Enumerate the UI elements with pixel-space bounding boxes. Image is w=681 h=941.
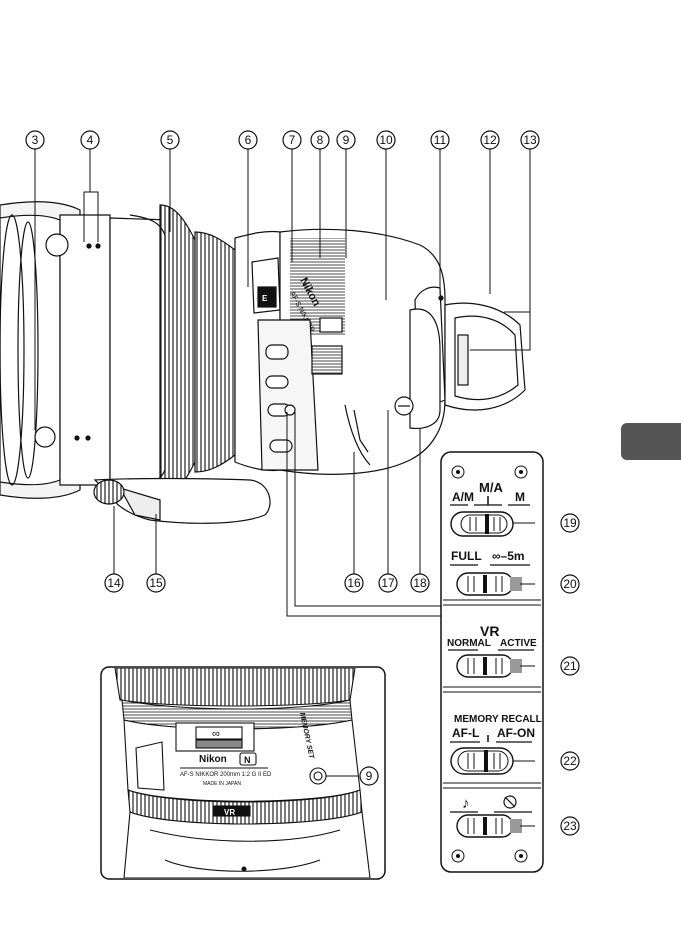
callout-panel-1: 20 xyxy=(561,575,579,593)
inset-vr: VR xyxy=(224,808,235,817)
callout-top-5: 8 xyxy=(311,131,329,149)
section-tab xyxy=(621,423,681,460)
callout-bottom-2-label: 16 xyxy=(347,576,361,590)
callout-top-8: 11 xyxy=(431,131,449,149)
vr-right-label: ACTIVE xyxy=(500,638,537,649)
memory-title: MEMORY RECALL xyxy=(454,714,542,725)
switch-panel: A/M M/A M FULL ∞–5m VR NORMAL ACTIVE xyxy=(441,452,543,872)
focus-limit-right-label: ∞–5m xyxy=(492,549,525,563)
callout-top-2-label: 5 xyxy=(167,133,174,147)
callout-inset: 9 xyxy=(360,767,378,785)
callout-top-9: 12 xyxy=(481,131,499,149)
focus-mode-mid-label: M/A xyxy=(479,480,503,495)
callout-bottom-1: 15 xyxy=(147,574,165,592)
callout-top-1-label: 4 xyxy=(87,133,94,147)
callout-top-3: 6 xyxy=(239,131,257,149)
callout-panel-1-label: 20 xyxy=(563,577,577,591)
callout-bottom-4-label: 18 xyxy=(413,576,427,590)
callout-top-9-label: 12 xyxy=(483,133,497,147)
e-mark: E xyxy=(262,294,268,303)
sound-on-icon: ♪ xyxy=(462,795,470,812)
callout-top-3-label: 6 xyxy=(245,133,252,147)
inset-brand: Nikon xyxy=(199,754,227,765)
vr-left-label: NORMAL xyxy=(447,638,491,649)
callout-bottom-0-label: 14 xyxy=(107,576,121,590)
inset-infinity: ∞ xyxy=(212,728,220,740)
callout-panel-4: 23 xyxy=(561,817,579,835)
callout-panel-3: 22 xyxy=(561,752,579,770)
callout-top-4: 7 xyxy=(283,131,301,149)
vr-title: VR xyxy=(480,623,499,639)
callout-bottom-2: 16 xyxy=(345,574,363,592)
callout-bottom-1-label: 15 xyxy=(149,576,163,590)
callout-top-0: 3 xyxy=(26,131,44,149)
callout-top-5-label: 8 xyxy=(317,133,324,147)
callout-panel-0-label: 19 xyxy=(563,516,577,530)
callout-top-8-label: 11 xyxy=(434,133,447,147)
callouts-bottom: 14 15 16 17 18 xyxy=(105,574,429,592)
callout-bottom-3: 17 xyxy=(379,574,397,592)
callout-inset: 9 xyxy=(360,767,378,785)
callout-top-10-label: 13 xyxy=(523,133,537,147)
inset-model: AF-S NIKKOR 200mm 1:2 G II ED xyxy=(180,772,272,778)
callout-top-2: 5 xyxy=(161,131,179,149)
callout-top-10: 13 xyxy=(521,131,539,149)
callouts-panel: 19 20 21 22 23 xyxy=(561,514,579,835)
callout-top-0-label: 3 xyxy=(32,133,39,147)
callout-top-6: 9 xyxy=(337,131,355,149)
callout-bottom-3-label: 17 xyxy=(381,576,395,590)
callout-inset-label: 9 xyxy=(366,769,373,783)
callout-top-1: 4 xyxy=(81,131,99,149)
focus-limit-left-label: FULL xyxy=(451,549,482,563)
callout-top-4-label: 7 xyxy=(289,133,296,147)
callout-top-7: 10 xyxy=(377,131,395,149)
callout-top-6-label: 9 xyxy=(343,133,350,147)
focus-mode-left-label: A/M xyxy=(452,490,474,504)
focus-mode-right-label: M xyxy=(515,490,525,504)
inset-n-badge: N xyxy=(244,755,251,765)
callout-panel-2: 21 xyxy=(561,657,579,675)
memory-right-label: AF-ON xyxy=(497,726,535,740)
callout-panel-2-label: 21 xyxy=(563,659,577,673)
inset-made: MADE IN JAPAN xyxy=(203,781,241,787)
memory-left-label: AF-L xyxy=(452,726,479,740)
callout-panel-4-label: 23 xyxy=(563,819,577,833)
callout-panel-0: 19 xyxy=(561,514,579,532)
callouts-top: 3 4 5 6 7 8 9 10 11 12 13 xyxy=(26,131,539,149)
inset-detail: ∞ Nikon N AF-S NIKKOR 200mm 1:2 G II ED … xyxy=(101,667,385,879)
callout-top-7-label: 10 xyxy=(379,133,393,147)
callout-panel-3-label: 22 xyxy=(563,754,577,768)
callout-bottom-0: 14 xyxy=(105,574,123,592)
callout-bottom-4: 18 xyxy=(411,574,429,592)
